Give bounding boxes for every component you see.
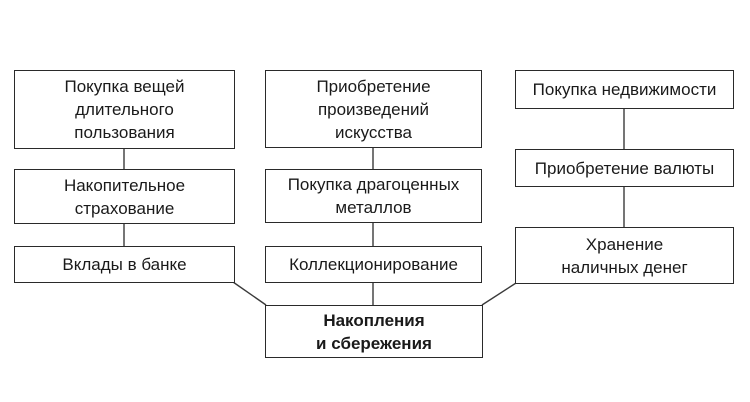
- node-durable-goods: Покупка вещей длительного пользования: [14, 70, 235, 149]
- node-label: Вклады в банке: [62, 255, 187, 274]
- node-bank-deposits: Вклады в банке: [14, 246, 235, 283]
- node-label: Приобретение произведений искусства: [316, 76, 431, 142]
- node-currency: Приобретение валюты: [515, 149, 734, 187]
- root-label: Накопления и сбережения: [316, 310, 432, 353]
- connector-left-root: [232, 281, 267, 306]
- connector-right-root: [481, 282, 517, 306]
- node-root-savings: Накопления и сбережения: [265, 305, 483, 358]
- node-real-estate: Покупка недвижимости: [515, 70, 734, 109]
- node-label: Накопительное страхование: [63, 175, 186, 218]
- node-precious-metals: Покупка драгоценных металлов: [265, 169, 482, 223]
- node-art-purchase: Приобретение произведений искусства: [265, 70, 482, 148]
- node-label: Покупка драгоценных металлов: [287, 175, 460, 217]
- node-cash-storage: Хранение наличных денег: [515, 227, 734, 284]
- node-label: Хранение наличных денег: [561, 234, 688, 277]
- node-savings-insurance: Накопительное страхование: [14, 169, 235, 224]
- node-label: Покупка недвижимости: [532, 80, 717, 99]
- node-collecting: Коллекционирование: [265, 246, 482, 283]
- node-label: Покупка вещей длительного пользования: [64, 77, 185, 142]
- node-label: Коллекционирование: [289, 255, 458, 274]
- node-label: Приобретение валюты: [534, 158, 715, 178]
